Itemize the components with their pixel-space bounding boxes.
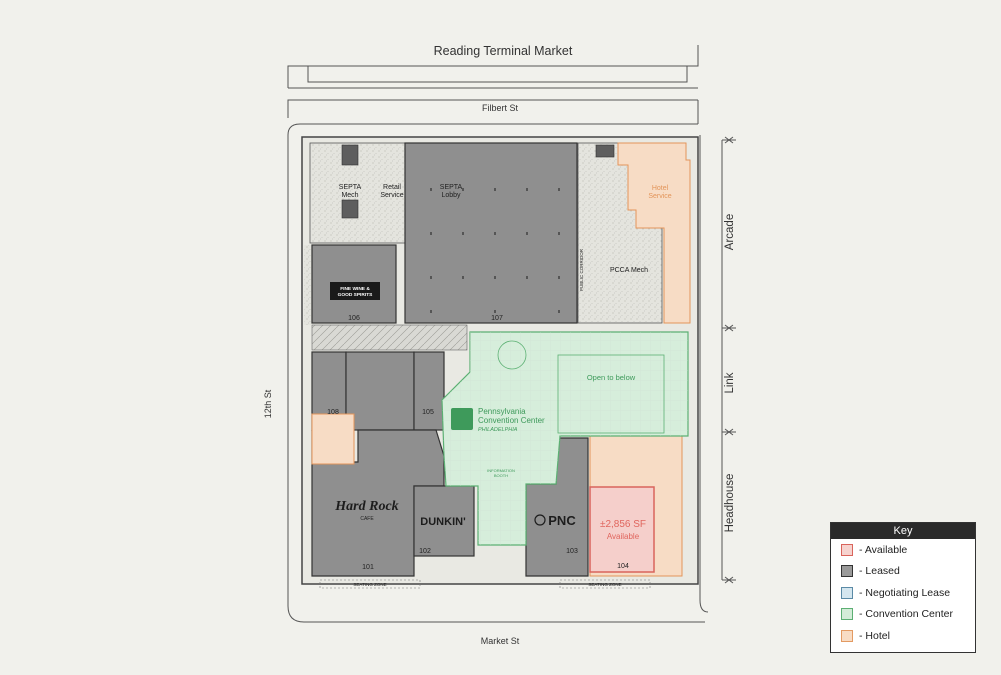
open-to-below-outline [557,354,665,434]
label-104: 104 [617,563,629,570]
label-hotel-service-1: Hotel [652,185,669,192]
key-item: - Leased [831,561,975,583]
label-info-booth-1: INFORMATION [487,468,515,473]
key-label: - Hotel [859,629,890,642]
unit-105 [413,351,445,431]
label-108: 108 [327,409,339,416]
fine-wine-logo-2: GOOD SPIRITS [338,292,373,298]
side-markers [722,136,736,584]
unit-102 [413,485,475,557]
label-101: 101 [362,564,374,571]
label-103: 103 [566,548,578,555]
label-retail-service-2: Service [380,192,403,199]
available-word: Available [607,532,640,541]
label-public-corridor: PUBLIC CORRIDOR [579,248,584,291]
label-septa-lobby-2: Lobby [441,192,461,199]
label-retail-service-1: Retail [383,184,401,191]
key-item: - Convention Center [831,604,975,626]
key-label: - Convention Center [859,608,953,621]
seating-zone-west [319,579,421,589]
available-sf: ±2,856 SF [600,519,646,530]
label-open-to-below: Open to below [587,373,636,382]
key-label: - Available [859,543,908,556]
label-septa-lobby-1: SEPTA [440,184,463,191]
map-key: Key - Available - Leased - Negotiating Lea… [830,522,976,653]
label-107: 107 [491,315,503,322]
seating-zone-east-label: SEATING ZONE [588,582,621,587]
pnc-logo: PNC [548,513,576,528]
street-12th: 12th St [263,389,273,418]
key-swatch [841,565,853,578]
pcc-logo-icon [451,408,473,430]
fine-wine-logo-1: FINE WINE & [340,286,370,292]
leased-units [311,142,589,577]
key-item: - Available [831,539,975,561]
label-septa-mech-2: Mech [341,192,358,199]
pcc-name-2: Convention Center [478,416,545,425]
unit-107 [404,142,578,324]
label-hotel-service-2: Service [648,193,671,200]
dunkin-logo: DUNKIN' [420,516,466,528]
pcc-name-1: Pennsylvania [478,407,526,416]
label-102: 102 [419,548,431,555]
label-arcade: Arcade [724,214,736,250]
key-label: - Leased [859,565,900,578]
street-market: Market St [481,636,520,646]
hard-rock-logo: Hard Rock [334,499,398,514]
street-lines [287,45,723,623]
mid-service-strip [311,324,468,351]
fine-wine-logo-box [330,282,380,300]
label-pcca-mech: PCCA Mech [610,267,648,274]
hard-rock-cafe-sub: CAFE [360,516,374,522]
convention-grid [442,332,688,545]
pnc-icon [534,514,546,526]
street-filbert: Filbert St [482,103,519,113]
key-swatch [841,629,853,642]
pcc-name-3: PHILADELPHIA [478,427,518,433]
unit-104-available [589,486,655,573]
label-headhouse: Headhouse [724,474,736,533]
seating-zone-west-label: SEATING ZONE [353,582,386,587]
key-item: - Negotiating Lease [831,582,975,604]
column-grid [430,188,560,313]
seating-zone-east [559,579,651,589]
label-105: 105 [422,409,434,416]
label-link: Link [724,372,736,393]
label-106: 106 [348,315,360,322]
west-strip [304,245,312,325]
key-swatch [841,543,853,556]
label-septa-mech-1: SEPTA [339,184,362,191]
key-rows: - Available - Leased - Negotiating Lease - … [831,539,975,647]
street-reading-terminal: Reading Terminal Market [434,44,573,58]
key-item: - Hotel [831,625,975,647]
key-swatch [841,608,853,621]
label-info-booth-2: BOOTH [494,473,508,478]
unit-108b [345,351,415,431]
key-label: - Negotiating Lease [859,586,951,599]
key-swatch [841,586,853,599]
key-title: Key [831,523,975,539]
seating-circle [497,340,527,370]
